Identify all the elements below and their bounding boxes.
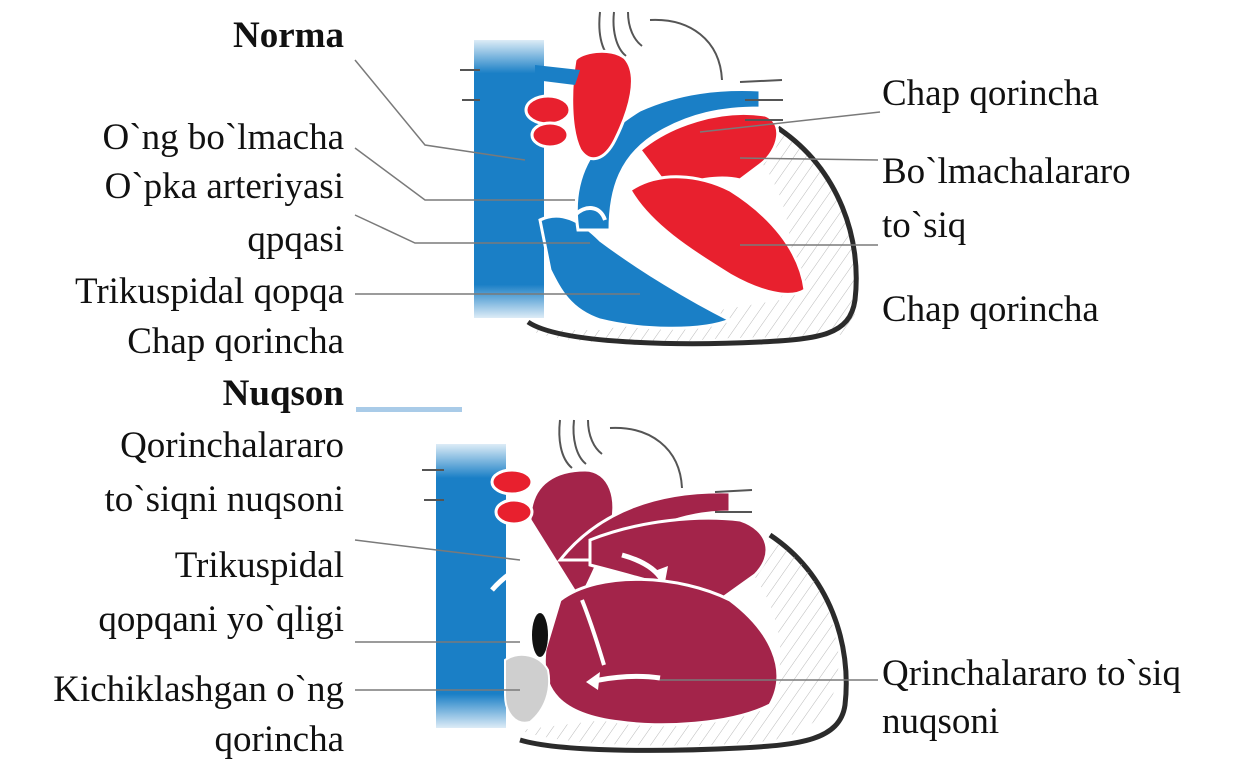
divider-accent [356, 407, 462, 412]
heart-defect-icon [422, 420, 846, 750]
